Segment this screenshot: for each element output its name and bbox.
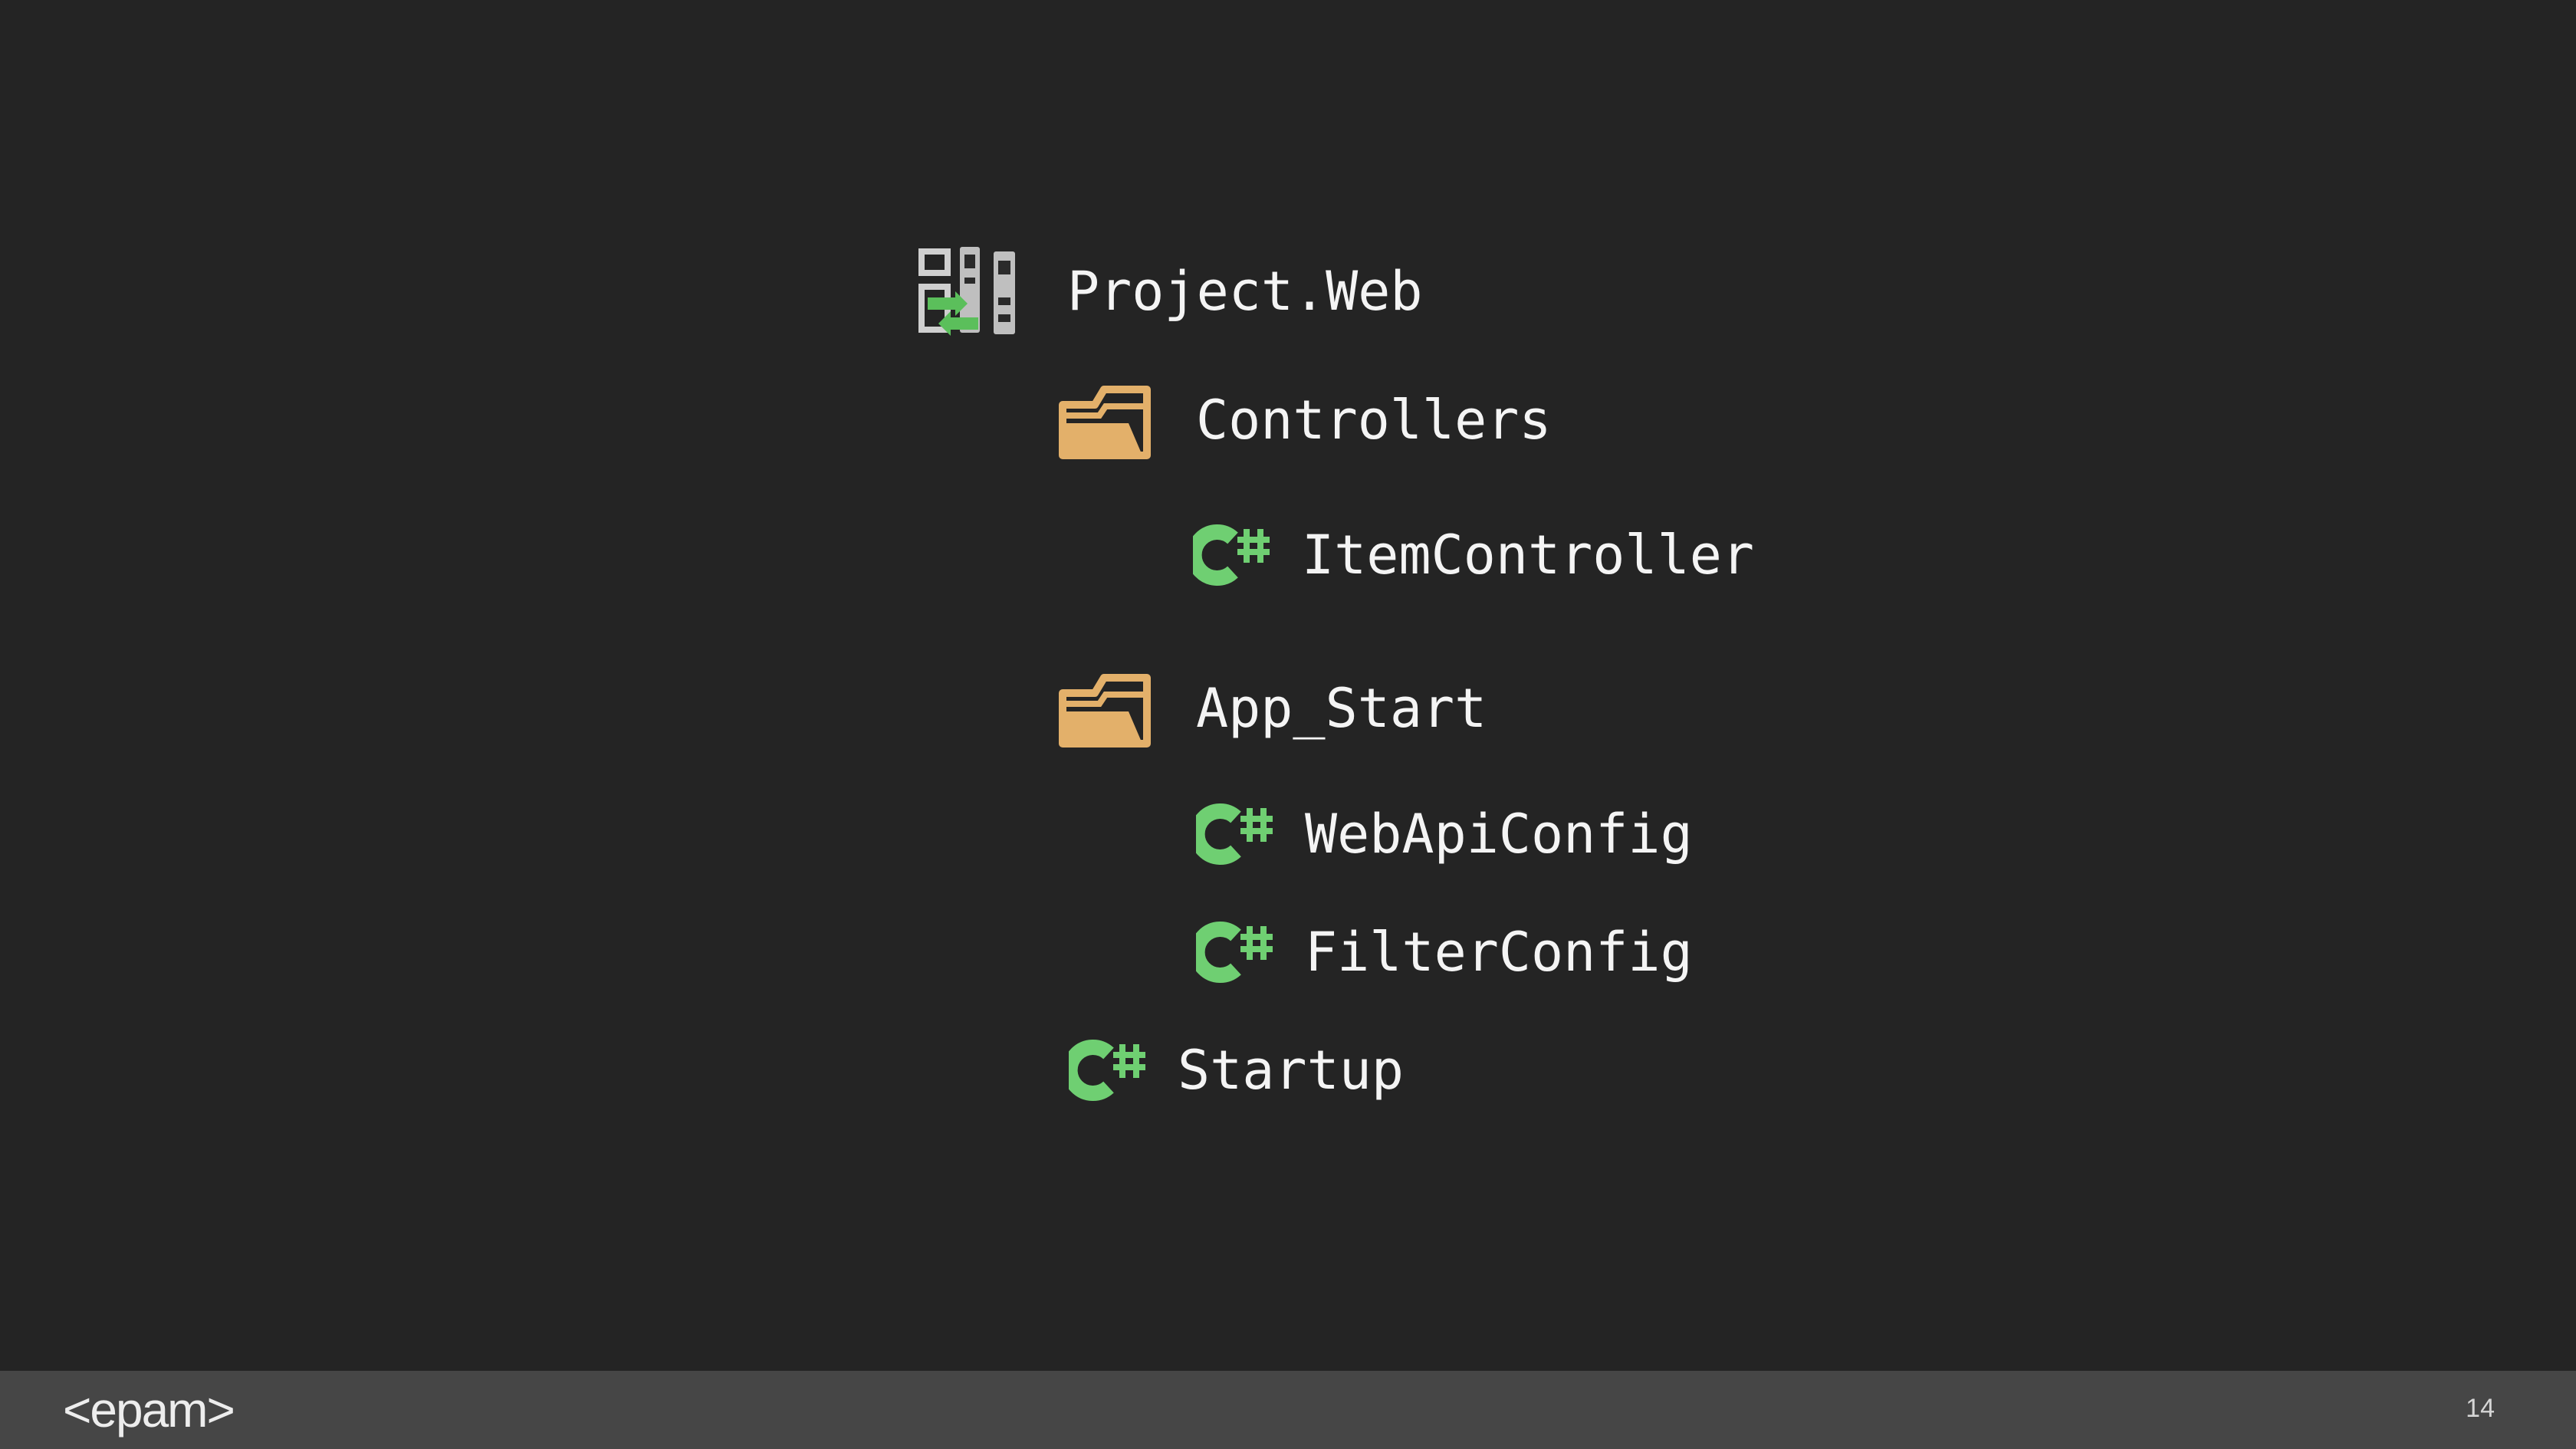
tree-item-webapiconfig[interactable]: WebApiConfig <box>1196 802 1693 866</box>
tree-item-label: Project.Web <box>1067 260 1423 323</box>
tree-item-label: WebApiConfig <box>1305 803 1693 866</box>
tree-item-label: ItemController <box>1302 524 1755 586</box>
csharp-file-icon <box>1196 920 1276 984</box>
footer-bar: <epam> 14 <box>0 1371 2576 1449</box>
tree-item-project-web[interactable]: Project.Web <box>917 244 1423 339</box>
tree-item-controllers-folder[interactable]: Controllers <box>1058 379 1552 462</box>
tree-item-startup[interactable]: Startup <box>1069 1038 1404 1102</box>
tree-item-label: Startup <box>1178 1039 1405 1102</box>
page-number: 14 <box>2466 1394 2495 1423</box>
web-project-icon <box>917 244 1024 339</box>
folder-icon <box>1058 667 1153 750</box>
slide-canvas: Project.Web Controllers It <box>917 244 1755 1102</box>
folder-icon <box>1058 379 1153 462</box>
csharp-file-icon <box>1069 1038 1148 1102</box>
tree-item-itemcontroller[interactable]: ItemController <box>1193 523 1754 587</box>
tree-item-label: FilterConfig <box>1305 921 1693 984</box>
tree-item-label: App_Start <box>1196 677 1487 740</box>
csharp-file-icon <box>1193 523 1273 587</box>
tree-item-filterconfig[interactable]: FilterConfig <box>1196 920 1693 984</box>
epam-logo: <epam> <box>63 1382 235 1438</box>
tree-item-label: Controllers <box>1196 389 1552 452</box>
csharp-file-icon <box>1196 802 1276 866</box>
tree-item-app-start-folder[interactable]: App_Start <box>1058 667 1487 750</box>
